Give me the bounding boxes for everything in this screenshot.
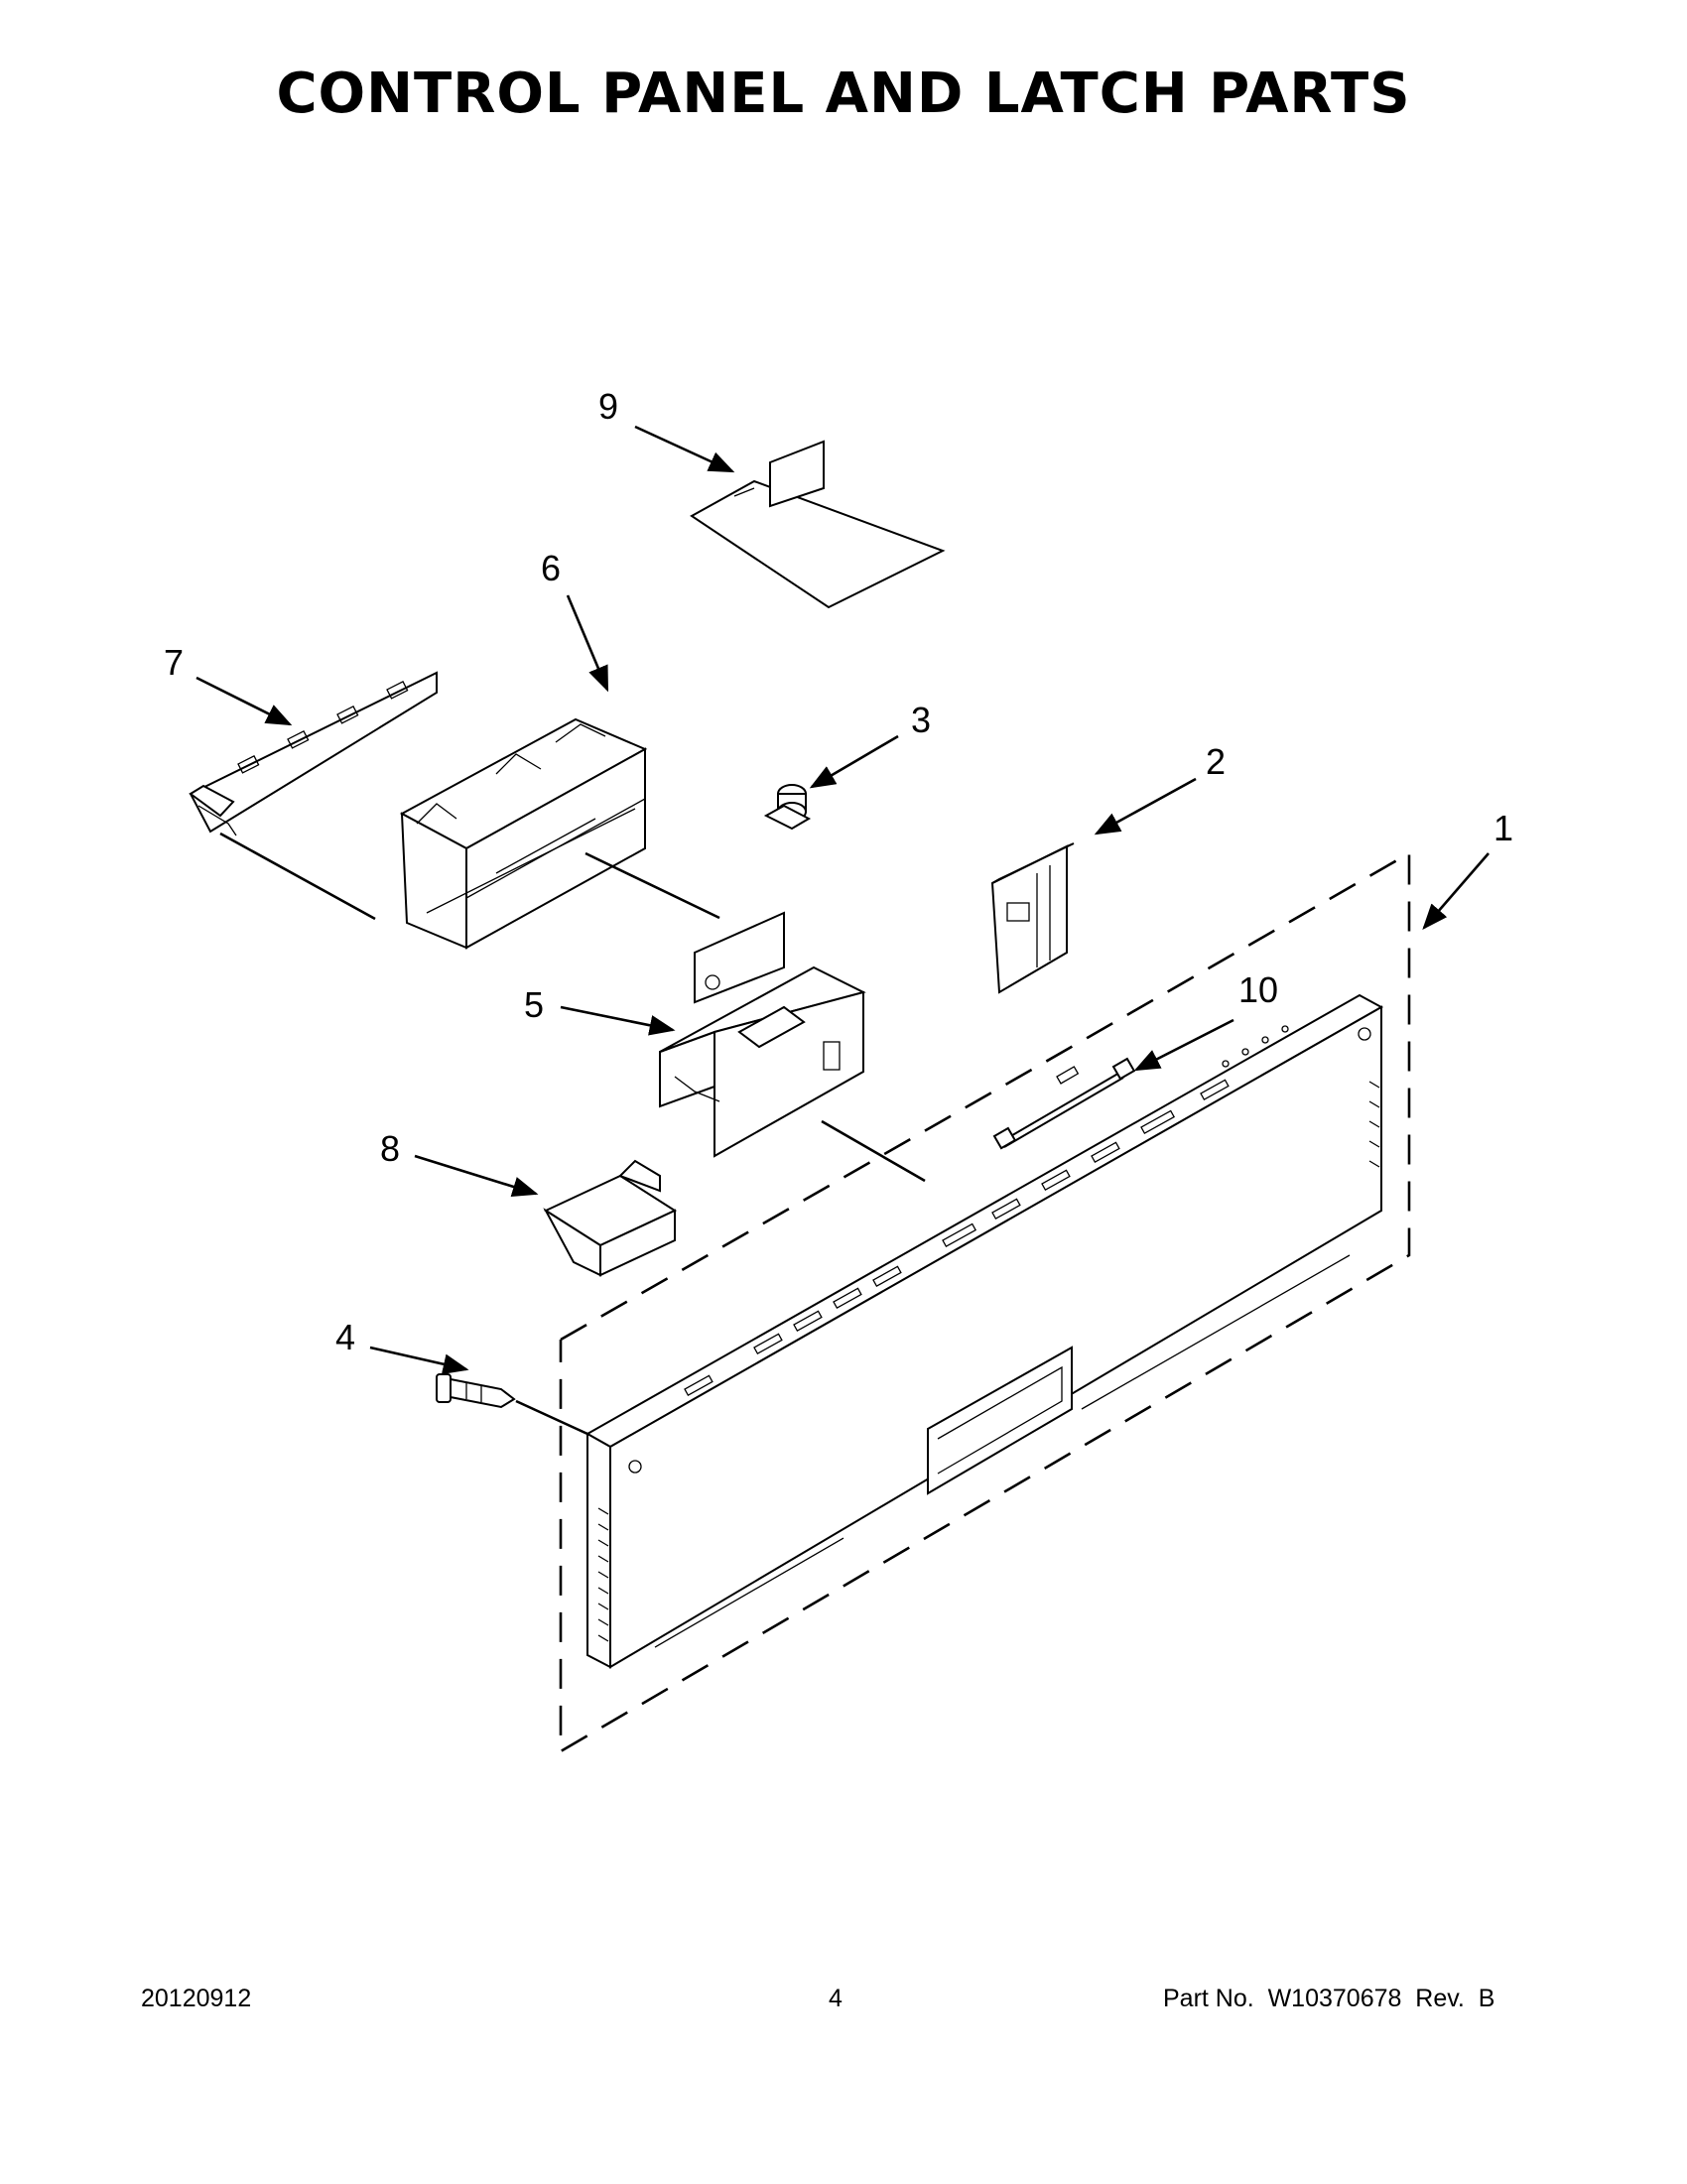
insulation-sheet-part [690,440,946,609]
control-panel-part [584,993,1384,1669]
footer-part-number: Part No. W10370678 Rev. B [1163,1985,1495,2012]
screw-part [436,1373,516,1409]
assembly-boundary [559,850,1411,1754]
callout-7: 7 [164,642,184,683]
callout-labels: 1 2 3 4 5 6 7 8 9 10 [164,386,1513,1357]
callout-arrows [195,425,1490,1374]
callout-9: 9 [598,386,618,427]
callout-2: 2 [1206,741,1226,782]
page-title: CONTROL PANEL AND LATCH PARTS [276,62,1411,126]
footer-date: 20120912 [141,1985,252,2012]
bracket-strip-part [189,671,438,836]
alignment-lines [219,832,926,1436]
latch-cover-part [990,842,1075,994]
callout-10: 10 [1238,969,1278,1010]
control-module-part [399,717,648,950]
footer-page-number: 4 [829,1985,843,2012]
callout-4: 4 [335,1317,355,1357]
callout-5: 5 [524,984,544,1025]
latch-bracket-part [543,1159,678,1277]
thermal-fuse-part [763,784,812,831]
callout-1: 1 [1493,808,1513,848]
wire-harness-part [992,1057,1136,1150]
callout-3: 3 [911,700,931,740]
door-latch-part [659,911,866,1158]
callout-8: 8 [380,1128,400,1169]
callout-6: 6 [541,548,561,588]
panel-button-marks [684,1025,1289,1397]
panel-handle-recess [927,1346,1073,1495]
panel-vents [597,1081,1380,1642]
